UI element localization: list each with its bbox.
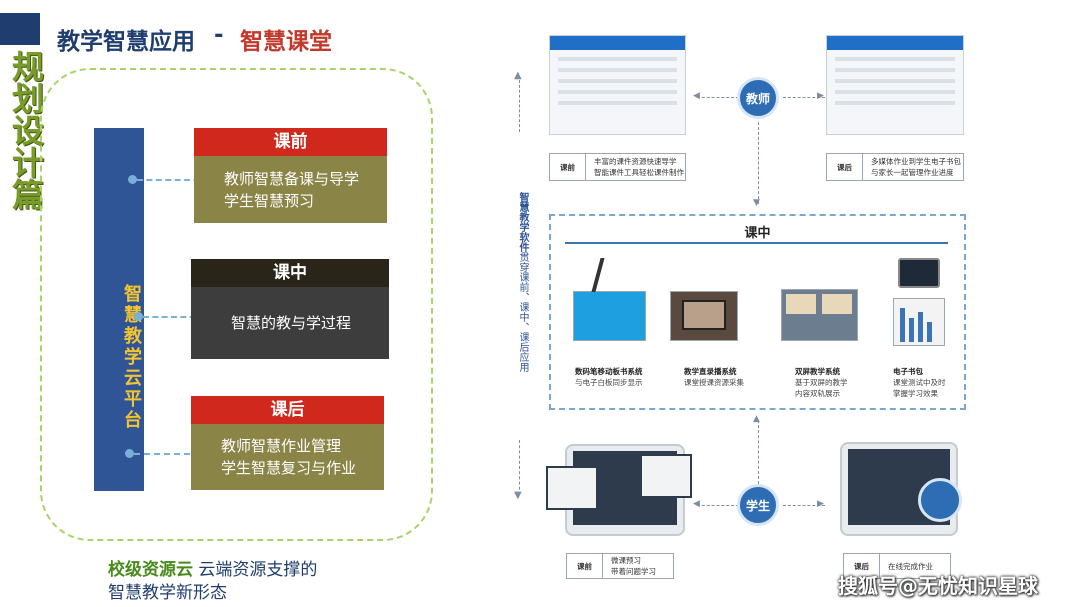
device-desc-4a: 课堂测试中及时 (893, 378, 946, 387)
page-subtitle: 智慧课堂 (240, 29, 332, 55)
connector-line (134, 453, 200, 455)
platform-frame (40, 68, 433, 541)
screen-right-icon (822, 294, 852, 314)
connector-dot (134, 312, 143, 321)
student-after-label: 课后 在线完成作业 (843, 553, 951, 579)
after-line2: 与家长一起管理作业进度 (871, 168, 954, 177)
timeline-line-bottom (519, 440, 520, 495)
student-before-line1: 微课预习 (611, 556, 641, 565)
chart-bar-icon (918, 312, 923, 342)
before-class-label: 课前 丰富的课件资源快速导学智能课件工具轻松课件制作 (549, 153, 686, 181)
digital-pen-board-image (573, 291, 646, 341)
arrow-up-icon: ▲ (753, 414, 760, 424)
student-circle: 学生 (737, 484, 779, 526)
chart-bar-icon (927, 322, 932, 342)
screen-left-icon (786, 294, 816, 314)
title-separator: - (214, 22, 224, 48)
phase-before-line2: 学生智慧预习 (224, 191, 315, 210)
side-label-bold: 智慧教学软件 (517, 192, 528, 252)
arrow-left-icon: ◀ (693, 499, 700, 509)
device-name-2: 教学直录播系统 (684, 367, 737, 376)
phase-before-header: 课前 (194, 128, 387, 156)
platform-bar: 智慧教学云平台 (94, 128, 144, 491)
student-before-line2: 带着问题学习 (611, 567, 656, 576)
caption-line2: 智慧教学新形态 (108, 583, 227, 603)
teacher-circle: 教师 (737, 77, 779, 119)
arrow-right-icon: ▶ (817, 499, 824, 509)
tablet-icon (898, 258, 940, 288)
popup-window-icon (546, 466, 598, 510)
phase-after-line2: 学生智慧复习与作业 (221, 459, 357, 477)
connector-line (143, 316, 205, 318)
device-name-3: 双屏教学系统 (795, 367, 840, 376)
device-name-1: 数码笔移动板书系统 (575, 367, 643, 376)
phase-before-body: 教师智慧备课与导学 学生智慧预习 (194, 156, 387, 223)
phase-after-line1: 教师智慧作业管理 (221, 437, 342, 455)
student-connector-left (697, 505, 739, 506)
phase-before-line1: 教师智慧备课与导学 (224, 169, 360, 188)
device-desc-2: 课堂授课资源采集 (684, 378, 744, 387)
device-desc-4b: 掌握学习效果 (893, 389, 938, 398)
caption-highlight: 校级资源云 (108, 560, 193, 580)
arrow-up-icon: ▲ (514, 70, 522, 81)
side-label-rest: 贯穿课前、课中、课后应用 (517, 252, 528, 372)
device-desc-3b: 内容双轨展示 (795, 389, 840, 398)
device-desc-1: 与电子白板同步显示 (575, 378, 643, 387)
during-class-box (549, 214, 966, 410)
during-class-title: 课中 (744, 226, 771, 241)
arrow-down-icon: ▼ (753, 198, 760, 208)
before-line1: 丰富的课件资源快速导学 (594, 157, 677, 166)
student-connector-up (758, 420, 759, 484)
chart-bar-icon (900, 308, 905, 342)
after-class-label: 课后 多媒体作业到学生电子书包与家长一起管理作业进度 (826, 153, 964, 181)
header-accent-block (0, 13, 40, 45)
teacher-connector-down (758, 122, 759, 204)
caption-line1: 校级资源云 云端资源支撑的 (108, 555, 317, 580)
student-after-line1: 在线完成作业 (888, 561, 933, 571)
vertical-section-title: 规划设计篇 (7, 50, 45, 210)
phase-during-line1: 智慧的教与学过程 (231, 314, 352, 332)
during-class-underline (565, 242, 948, 244)
after-class-tag: 课后 (827, 154, 863, 180)
zoom-circle-icon (918, 478, 962, 522)
after-line1: 多媒体作业到学生电子书包 (871, 157, 961, 166)
student-after-tag: 课后 (844, 554, 880, 578)
before-class-tag: 课前 (550, 154, 586, 180)
student-before-tag: 课前 (567, 554, 603, 578)
timeline-line-top (519, 80, 520, 132)
phase-after-header: 课后 (191, 396, 384, 424)
arrow-right-icon: ▶ (817, 91, 824, 101)
before-line2: 智能课件工具轻松课件制作 (594, 168, 684, 177)
connector-dot (128, 175, 137, 184)
popup-window-icon (640, 454, 692, 498)
phase-after-body: 教师智慧作业管理 学生智慧复习与作业 (191, 424, 384, 490)
watermark: 搜狐号@无忧知识星球 (838, 574, 1038, 598)
phase-during-header: 课中 (191, 259, 389, 287)
arrow-down-icon: ▼ (514, 490, 522, 501)
connector-dot (125, 449, 134, 458)
page-title: 教学智慧应用 (57, 29, 195, 55)
student-before-label: 课前 微课预习带着问题学习 (566, 553, 674, 579)
side-label: 智慧教学软件贯穿课前、课中、课后应用 (512, 192, 528, 372)
student-connector-right (783, 505, 825, 506)
teacher-connector-left (697, 97, 739, 98)
monitor-icon (682, 300, 726, 330)
after-class-screenshot (826, 35, 964, 135)
before-class-screenshot (549, 35, 686, 135)
connector-line (137, 179, 209, 181)
arrow-left-icon: ◀ (693, 91, 700, 101)
caption-rest: 云端资源支撑的 (193, 560, 318, 580)
device-name-4: 电子书包 (893, 367, 923, 376)
phase-during-body: 智慧的教与学过程 (191, 287, 389, 359)
chart-bar-icon (909, 318, 914, 342)
teacher-connector-right (783, 97, 825, 98)
device-desc-3a: 基于双屏的教学 (795, 378, 848, 387)
